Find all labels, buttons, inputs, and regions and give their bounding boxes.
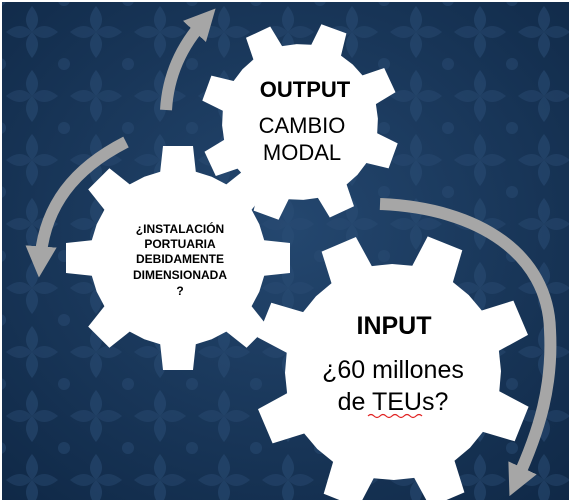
middle-line-2: PORTUARIA (144, 237, 216, 251)
gear-middle (66, 146, 290, 370)
arrow-left-up (25, 136, 129, 278)
input-line-2: de TEUs? (338, 388, 449, 416)
arrow-top (160, 8, 216, 111)
middle-line-3: DEBIDAMENTE (136, 252, 224, 266)
output-title: OUTPUT (260, 77, 351, 102)
spellcheck-underline (367, 413, 423, 419)
middle-line-1: ¿INSTALACIÓN (136, 221, 224, 236)
middle-line-5: ? (176, 284, 183, 298)
input-line-1: ¿60 millones (322, 356, 464, 384)
arrow-right-down (379, 198, 557, 497)
gear-input (257, 236, 529, 503)
output-line-1: CAMBIO (259, 113, 346, 138)
middle-line-4: DIMENSIONADA (133, 268, 227, 282)
input-title: INPUT (357, 312, 432, 340)
gear-output (202, 24, 398, 220)
output-line-2: MODAL (263, 140, 341, 165)
